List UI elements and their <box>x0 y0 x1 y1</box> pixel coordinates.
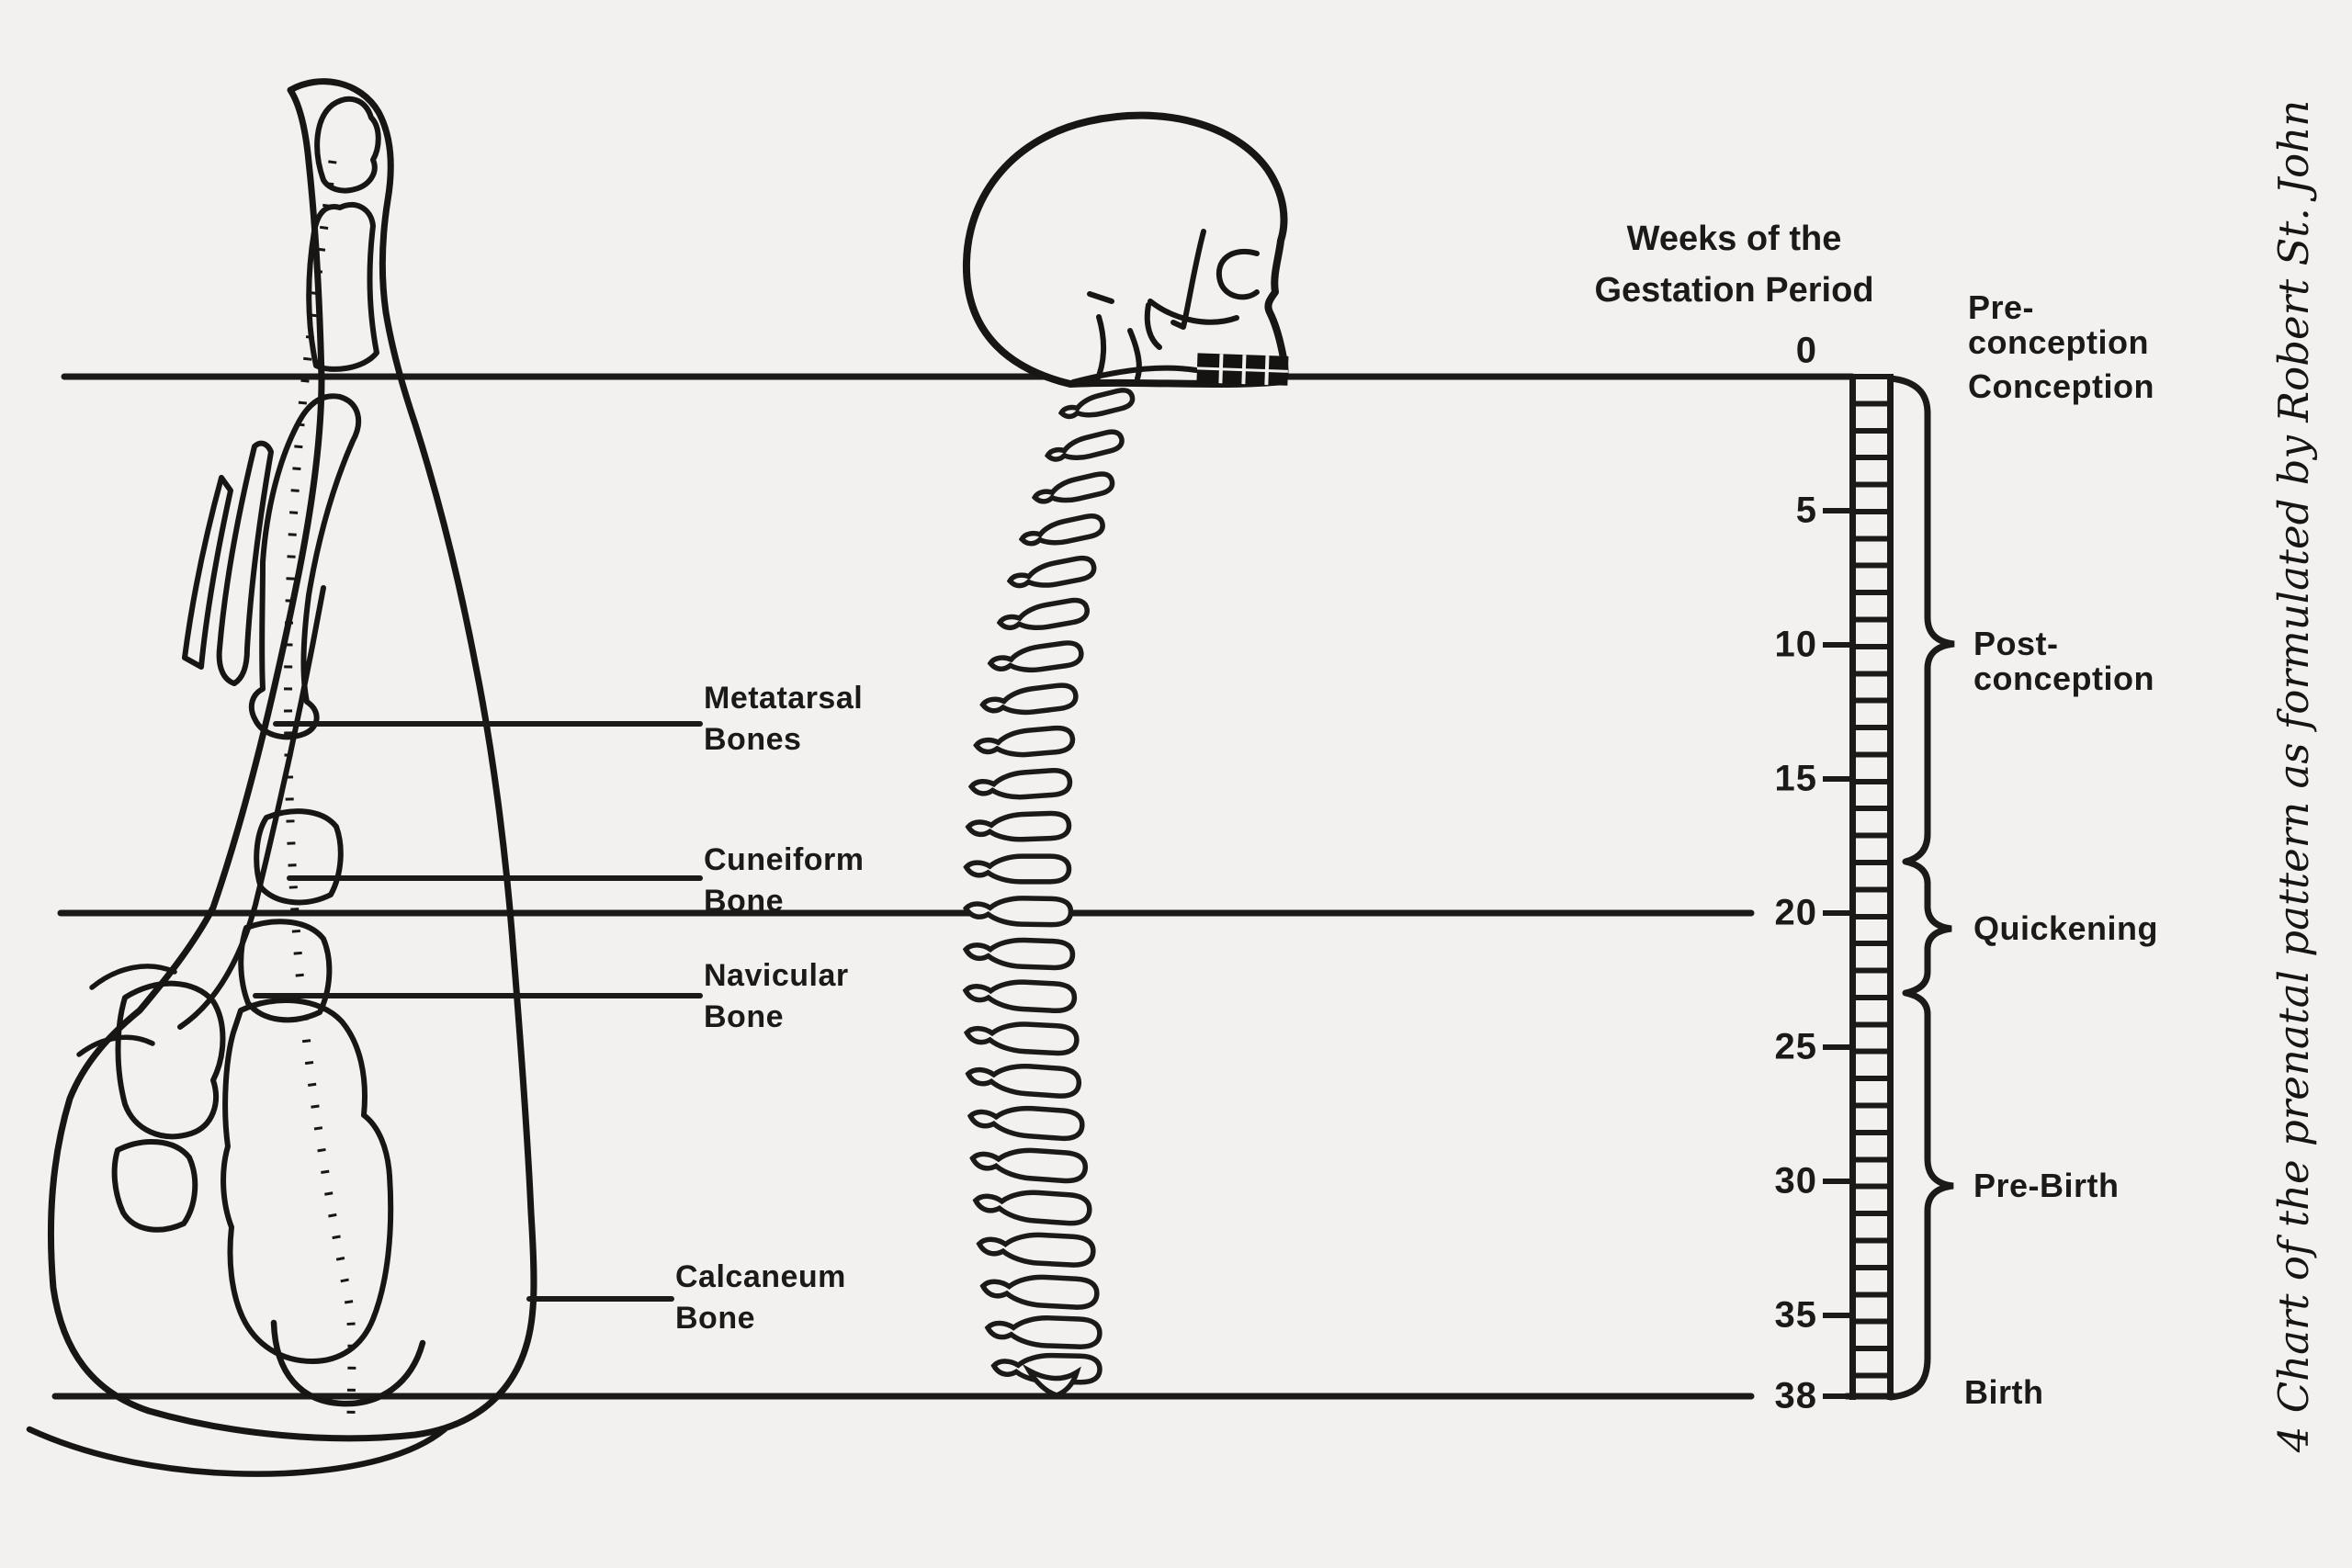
stage-label-conception: Conception <box>1968 367 2154 405</box>
foot-axis-dotted-line <box>284 160 356 1420</box>
tick-20 <box>1823 910 1854 916</box>
week-tick-label-38: 38 <box>1774 1375 1817 1416</box>
foot-inner-edge-line <box>177 585 326 1030</box>
figure-caption: 4 Chart of the prenatal pattern as formu… <box>2269 99 2318 1453</box>
post-conception-line-1: Post- <box>1973 625 2059 662</box>
gestation-week-lines <box>51 373 1898 1400</box>
heel-cup-line <box>270 1319 426 1407</box>
calcaneum-bone-shape <box>220 997 394 1364</box>
skull-drawing <box>962 111 1289 388</box>
nasal-line <box>1170 229 1206 330</box>
cuneiform-bone-shape <box>254 808 344 906</box>
gestation-week-ladder <box>1849 374 1894 1400</box>
second-metatarsal-sliver <box>216 440 274 686</box>
calcaneum-bone-label: Calcaneum Bone <box>675 1257 846 1339</box>
third-metatarsal-sliver <box>182 475 233 670</box>
tick-30 <box>1823 1179 1854 1184</box>
metatarsal-bones-label: Metatarsal Bones <box>704 678 863 761</box>
post-conception-line-2: conception <box>1973 660 2155 697</box>
label-leader-lines <box>253 721 703 1302</box>
foot-outline <box>47 78 537 1442</box>
tick-5 <box>1823 508 1854 513</box>
scale-heading-line-1: Weeks of the <box>1626 220 1842 258</box>
week-tick-label-10: 10 <box>1774 624 1817 665</box>
week-tick-label-20: 20 <box>1774 892 1817 933</box>
scale-heading: Weeks of the Gestation Period <box>1553 213 1916 316</box>
metatarsal-label-line-2: Bones <box>704 722 802 757</box>
week-tick-label-35: 35 <box>1774 1294 1817 1336</box>
navicular-label-line-2: Bone <box>704 999 784 1034</box>
navicular-bone-shape <box>238 919 333 1023</box>
tick-38 <box>1823 1393 1854 1399</box>
cuboid-bone-shape <box>111 1139 198 1233</box>
week-tick-label-15: 15 <box>1774 758 1817 799</box>
scale-heading-line-2: Gestation Period <box>1594 271 1874 310</box>
talus-bone-shape <box>115 980 226 1140</box>
heel-pad-line <box>26 1426 448 1477</box>
stage-label-post-conception: Post- conception <box>1973 626 2154 696</box>
proximal-phalanx-bone <box>306 201 379 372</box>
week-tick-label-5: 5 <box>1795 490 1817 531</box>
metatarsal-label-line-1: Metatarsal <box>704 681 864 716</box>
pre-conception-line-2: conception <box>1968 323 2150 361</box>
pre-conception-line-1: Pre- <box>1968 288 2035 326</box>
week-tick-label-30: 30 <box>1774 1160 1817 1201</box>
spine-drawing <box>965 386 1136 1398</box>
teeth <box>1196 353 1289 386</box>
jaw-line <box>1144 302 1162 350</box>
tick-25 <box>1823 1044 1854 1050</box>
cuneiform-bone-label: Cuneiform Bone <box>704 840 865 922</box>
navicular-label-line-1: Navicular <box>704 958 849 993</box>
calcaneum-label-line-2: Bone <box>675 1301 755 1336</box>
week-tick-label-25: 25 <box>1774 1026 1817 1067</box>
stage-label-quickening: Quickening <box>1973 909 2159 947</box>
calcaneum-label-line-1: Calcaneum <box>675 1259 846 1294</box>
ankle-arc-2 <box>76 1034 155 1057</box>
jaw-detail <box>1127 328 1142 381</box>
foot-drawing <box>26 78 537 1477</box>
skull-base-line <box>1070 365 1199 385</box>
cuneiform-label-line-2: Bone <box>704 884 784 919</box>
ankle-arc-1 <box>89 964 177 990</box>
stage-braces <box>1887 375 1955 1401</box>
tick-10 <box>1823 642 1854 648</box>
sacrum-tip <box>1022 1363 1081 1398</box>
cuneiform-label-line-1: Cuneiform <box>704 842 865 877</box>
navicular-bone-label: Navicular Bone <box>704 955 849 1038</box>
eye-socket <box>1216 249 1260 300</box>
week-tick-label-0: 0 <box>1795 330 1817 371</box>
distal-phalanx-bone <box>314 96 381 194</box>
tick-35 <box>1823 1313 1854 1318</box>
ear-mark <box>1087 291 1114 304</box>
metatarsal-bone-shape <box>248 393 362 740</box>
tick-15 <box>1823 776 1854 782</box>
stage-label-pre-conception: Pre- conception <box>1968 290 2149 360</box>
cheek-line <box>1148 299 1239 325</box>
stage-label-pre-birth: Pre-Birth <box>1973 1167 2120 1204</box>
stage-label-birth: Birth <box>1964 1373 2044 1411</box>
